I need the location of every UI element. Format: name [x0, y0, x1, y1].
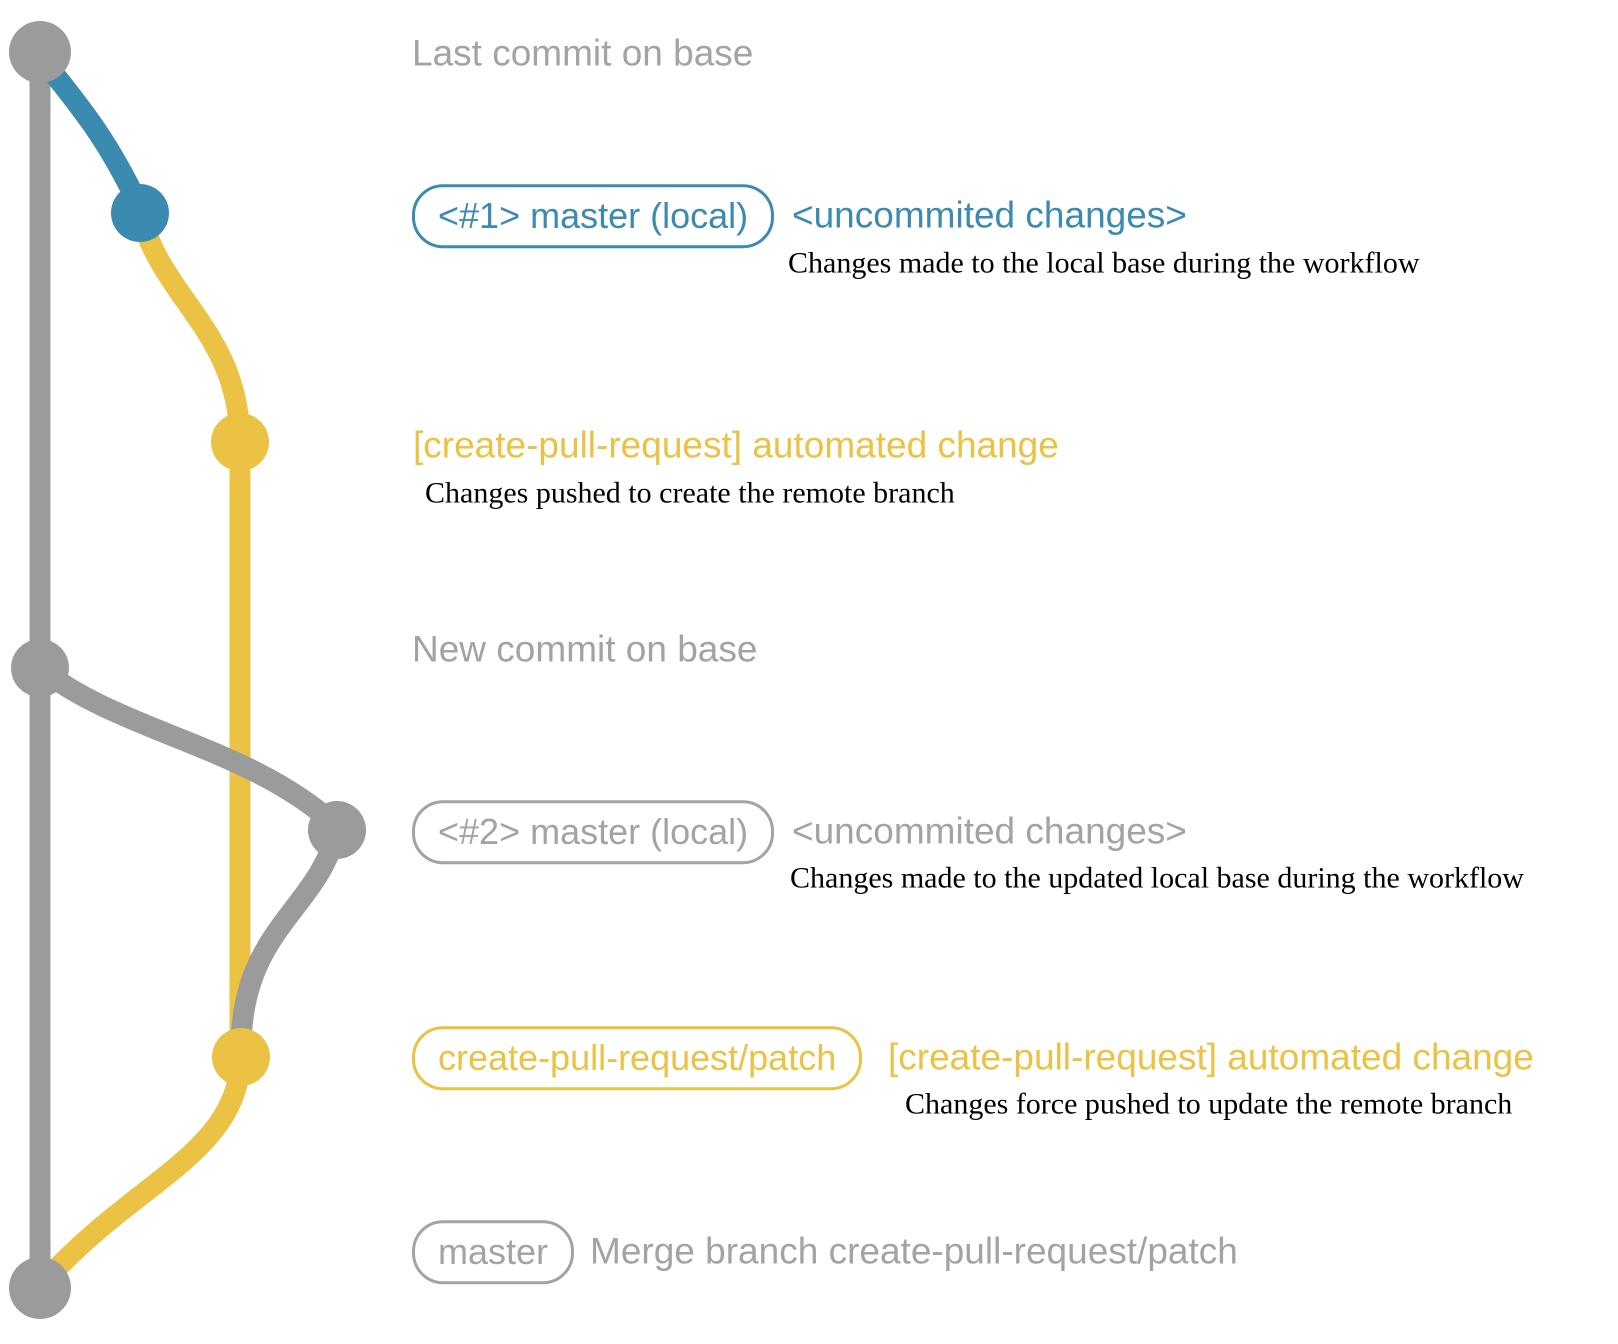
- branch-label-master-local-1: <#1> master (local): [412, 184, 775, 248]
- annotation-push-create: Changes pushed to create the remote bran…: [425, 476, 955, 510]
- commit-message-automated-change-1: [create-pull-request] automated change: [413, 424, 1059, 466]
- commit-message-new-commit-on-base: New commit on base: [412, 628, 758, 670]
- commit-node-patch-2: [212, 1028, 270, 1086]
- commit-node-new-base: [11, 639, 69, 697]
- commit-node-merge: [9, 1257, 71, 1319]
- force-push-line: [230, 819, 348, 1056]
- commit-message-merge: Merge branch create-pull-request/patch: [590, 1230, 1238, 1272]
- branch-label-patch: create-pull-request/patch: [412, 1026, 863, 1090]
- updated-local-branch-line: [29, 657, 345, 835]
- commit-node-patch-1: [211, 413, 269, 471]
- branch-label-master-local-2: <#2> master (local): [412, 800, 775, 864]
- merge-line: [33, 1046, 252, 1293]
- annotation-force-push: Changes force pushed to update the remot…: [905, 1087, 1513, 1121]
- patch-branch-line: [129, 202, 251, 1068]
- annotation-local-changes-2: Changes made to the updated local base d…: [790, 861, 1524, 895]
- annotation-local-changes-1: Changes made to the local base during th…: [788, 246, 1420, 280]
- commit-message-uncommited-1: <uncommited changes>: [792, 194, 1187, 236]
- commit-message-uncommited-2: <uncommited changes>: [792, 810, 1187, 852]
- commit-message-last-commit-on-base: Last commit on base: [412, 32, 754, 74]
- commit-node-local-1: [111, 184, 169, 242]
- commit-message-automated-change-2: [create-pull-request] automated change: [888, 1036, 1534, 1078]
- branch-label-master-final: master: [412, 1220, 575, 1284]
- commit-node-local-2: [308, 801, 366, 859]
- commit-node-last-base: [9, 21, 71, 83]
